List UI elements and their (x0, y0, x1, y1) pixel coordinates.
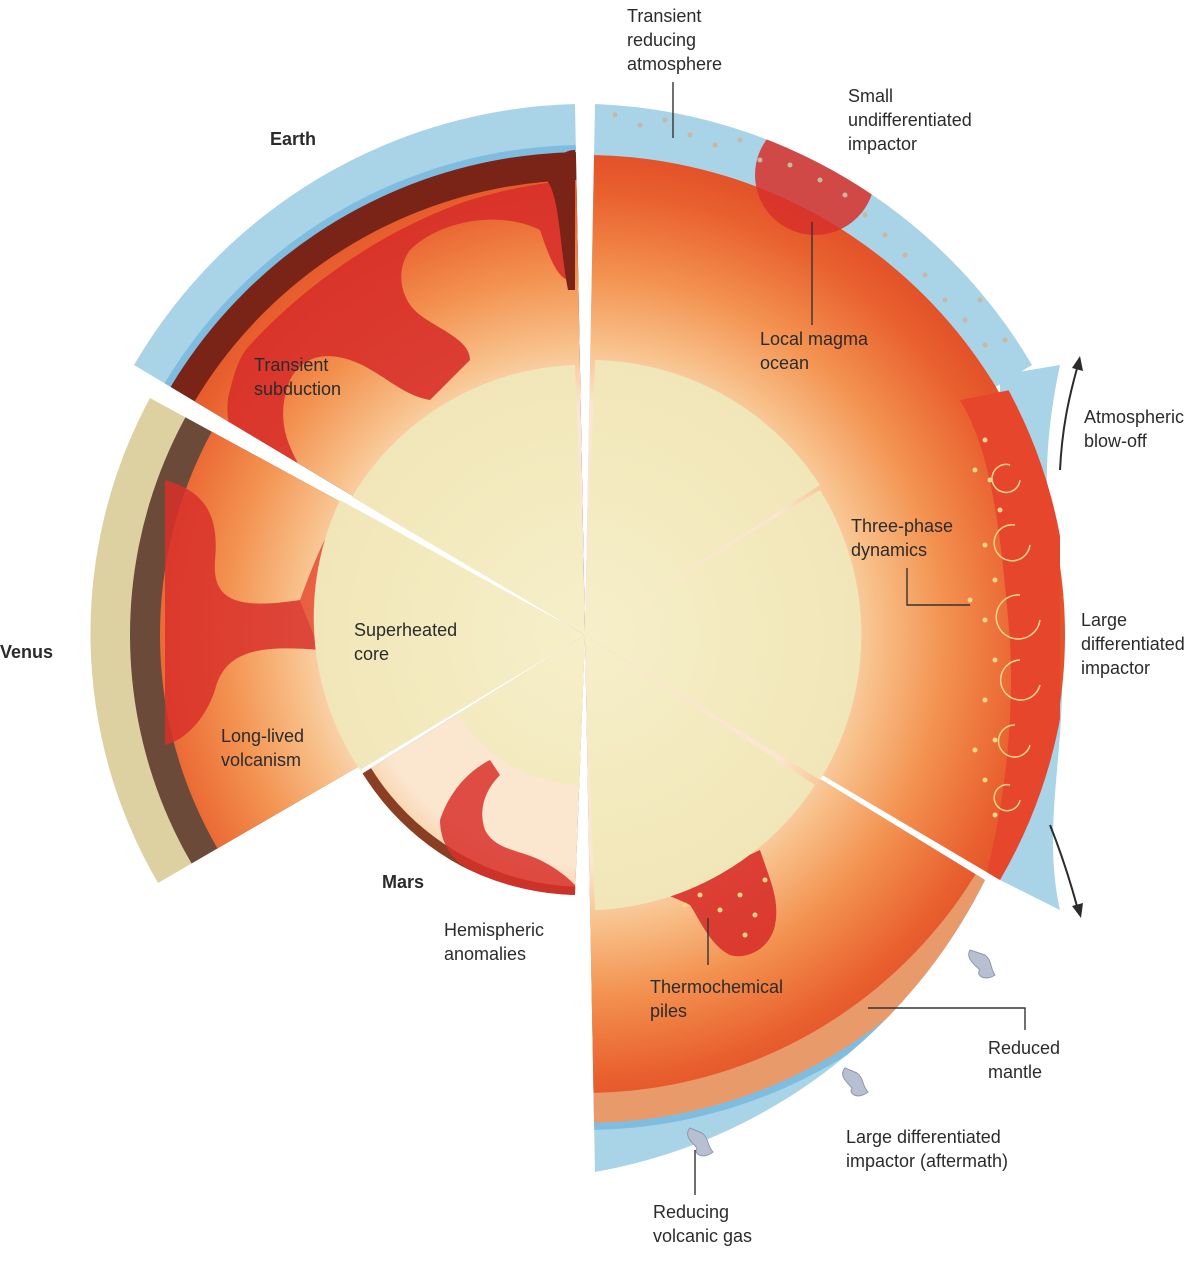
earth-label: Earth (270, 129, 317, 149)
mars-sector (360, 635, 585, 895)
impactor-melt-layer (960, 380, 1060, 880)
core-right-bottom (585, 635, 815, 910)
superheated-core-label: Superheated core (354, 620, 458, 664)
large-impactor-label: Large differentiated impactor (1081, 610, 1185, 678)
volcanic-gas-plumes (687, 949, 996, 1157)
earth-mantle (134, 180, 585, 635)
mars-label: Mars (382, 872, 425, 892)
atmospheric-blowoff-label: Atmospheric blow-off (1084, 407, 1185, 451)
small-impactor-mantle (585, 155, 1032, 635)
blow-off-arrowhead-down (1072, 903, 1083, 918)
local-magma-ocean-label: Local magma ocean (760, 329, 869, 373)
core-upper (352, 365, 585, 635)
hemispheric-anomalies-label: Hemispheric anomalies (444, 920, 545, 964)
core (313, 360, 862, 910)
transient-atmosphere-label: Transient reducing atmosphere (627, 6, 723, 74)
leader-lines (672, 82, 1026, 1195)
blow-off-arrow-up (1059, 364, 1079, 471)
core-right-top (585, 360, 820, 635)
leader-reduced-mantle (868, 1007, 1026, 1030)
earth-dark-slab (548, 150, 575, 290)
core-right-mid (585, 490, 862, 780)
venus-plumes (165, 480, 320, 745)
blow-off-arrowhead-up (1072, 356, 1083, 371)
three-phase-particles (967, 437, 1003, 818)
small-impactor-label: Small undifferentiated impactor (848, 86, 972, 154)
reduced-mantle-label: Reduced mantle (988, 1038, 1061, 1082)
long-lived-volcanism-label: Long-lived volcanism (221, 726, 305, 770)
mars-mantle (360, 635, 585, 887)
large-impactor-aftermath-label: Large differentiated impactor (aftermath… (846, 1127, 1009, 1171)
transient-subduction-label: Transient subduction (254, 355, 342, 399)
blow-off-arrow-down (1049, 824, 1079, 911)
venus-label: Venus (0, 642, 54, 662)
earth-subducting-slab (227, 181, 575, 500)
thermochemical-pile (640, 850, 777, 957)
core-venus (313, 500, 585, 770)
mars-core (435, 635, 585, 785)
leader-three-phase (906, 568, 970, 606)
three-phase-label: Three-phase dynamics (851, 516, 954, 560)
mars-plumes (440, 760, 575, 895)
thermochemical-piles-label: Thermochemical piles (650, 977, 784, 1021)
convection-swirls (991, 463, 1041, 812)
pile-particles (682, 877, 768, 938)
aftermath-mantle (585, 635, 985, 1093)
reducing-volcanic-gas-label: Reducing volcanic gas (653, 1202, 753, 1246)
